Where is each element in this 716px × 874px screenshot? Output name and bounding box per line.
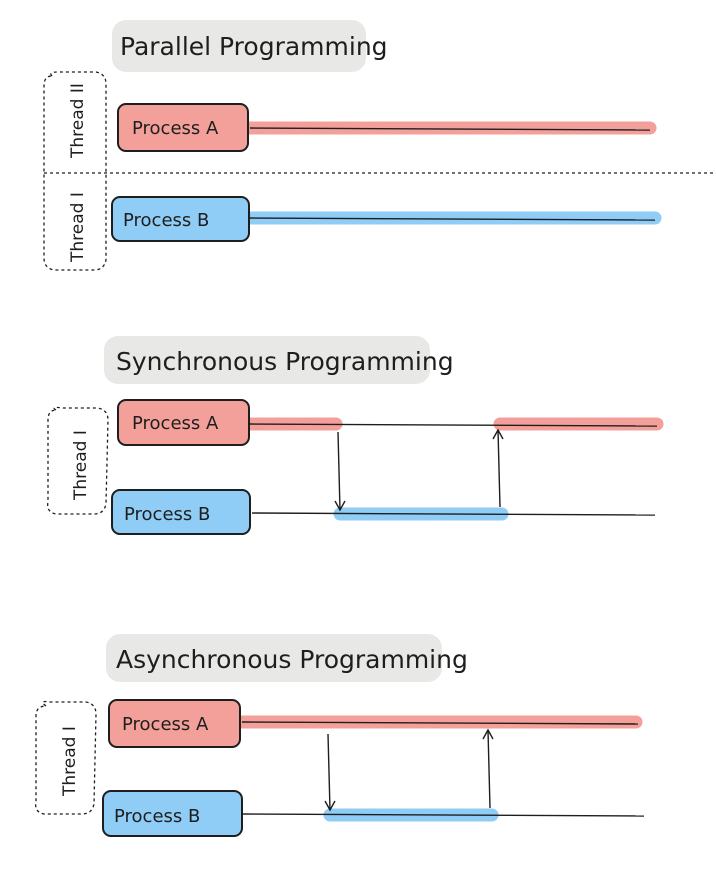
asynchronous-thread-label: Thread I [60,726,80,797]
parallel-process-b-box [111,196,250,242]
asynchronous-process-a-label: Process A [122,714,209,735]
synchronous-title-background [104,336,430,384]
synchronous-thread-box [47,406,109,515]
parallel-title: Parallel Programming [120,32,388,61]
synchronous-process-a-timeline [249,423,658,427]
asynchronous-arrow-down [324,733,336,812]
parallel-process-a-label: Process A [132,118,219,139]
parallel-thread-bottom-label: Thread I [68,192,88,263]
asynchronous-process-b-timeline [241,813,645,817]
parallel-title-background [112,20,366,72]
synchronous-process-a-box [117,399,250,446]
asynchronous-title-background [106,634,442,682]
parallel-process-a-box [117,103,249,152]
parallel-thread-box [43,71,107,271]
asynchronous-thread-box [35,700,97,815]
synchronous-section: Synchronous Programming Thread I Process… [47,336,664,535]
asynchronous-title: Asynchronous Programming [116,645,468,674]
synchronous-arrow-up [492,428,504,508]
synchronous-process-b-box [111,489,251,535]
synchronous-process-b-timeline [251,512,656,516]
synchronous-thread-label: Thread I [71,430,91,501]
parallel-process-b-timeline [249,217,656,221]
synchronous-title: Synchronous Programming [116,347,454,376]
synchronous-process-a-label: Process A [132,413,219,434]
parallel-thread-top-label: Thread II [68,83,88,159]
synchronous-process-b-label: Process B [124,504,210,525]
parallel-process-b-label: Process B [123,210,209,231]
asynchronous-process-b-label: Process B [114,806,200,827]
asynchronous-arrow-up [482,728,494,809]
parallel-section: Parallel Programming Thread II Thread I … [43,20,716,271]
asynchronous-section: Asynchronous Programming Thread I Proces… [35,634,645,837]
parallel-process-a-timeline [249,127,651,131]
synchronous-arrow-down [334,431,346,512]
asynchronous-process-b-box [102,790,243,837]
asynchronous-process-a-timeline [241,721,639,725]
asynchronous-process-a-box [108,699,241,748]
